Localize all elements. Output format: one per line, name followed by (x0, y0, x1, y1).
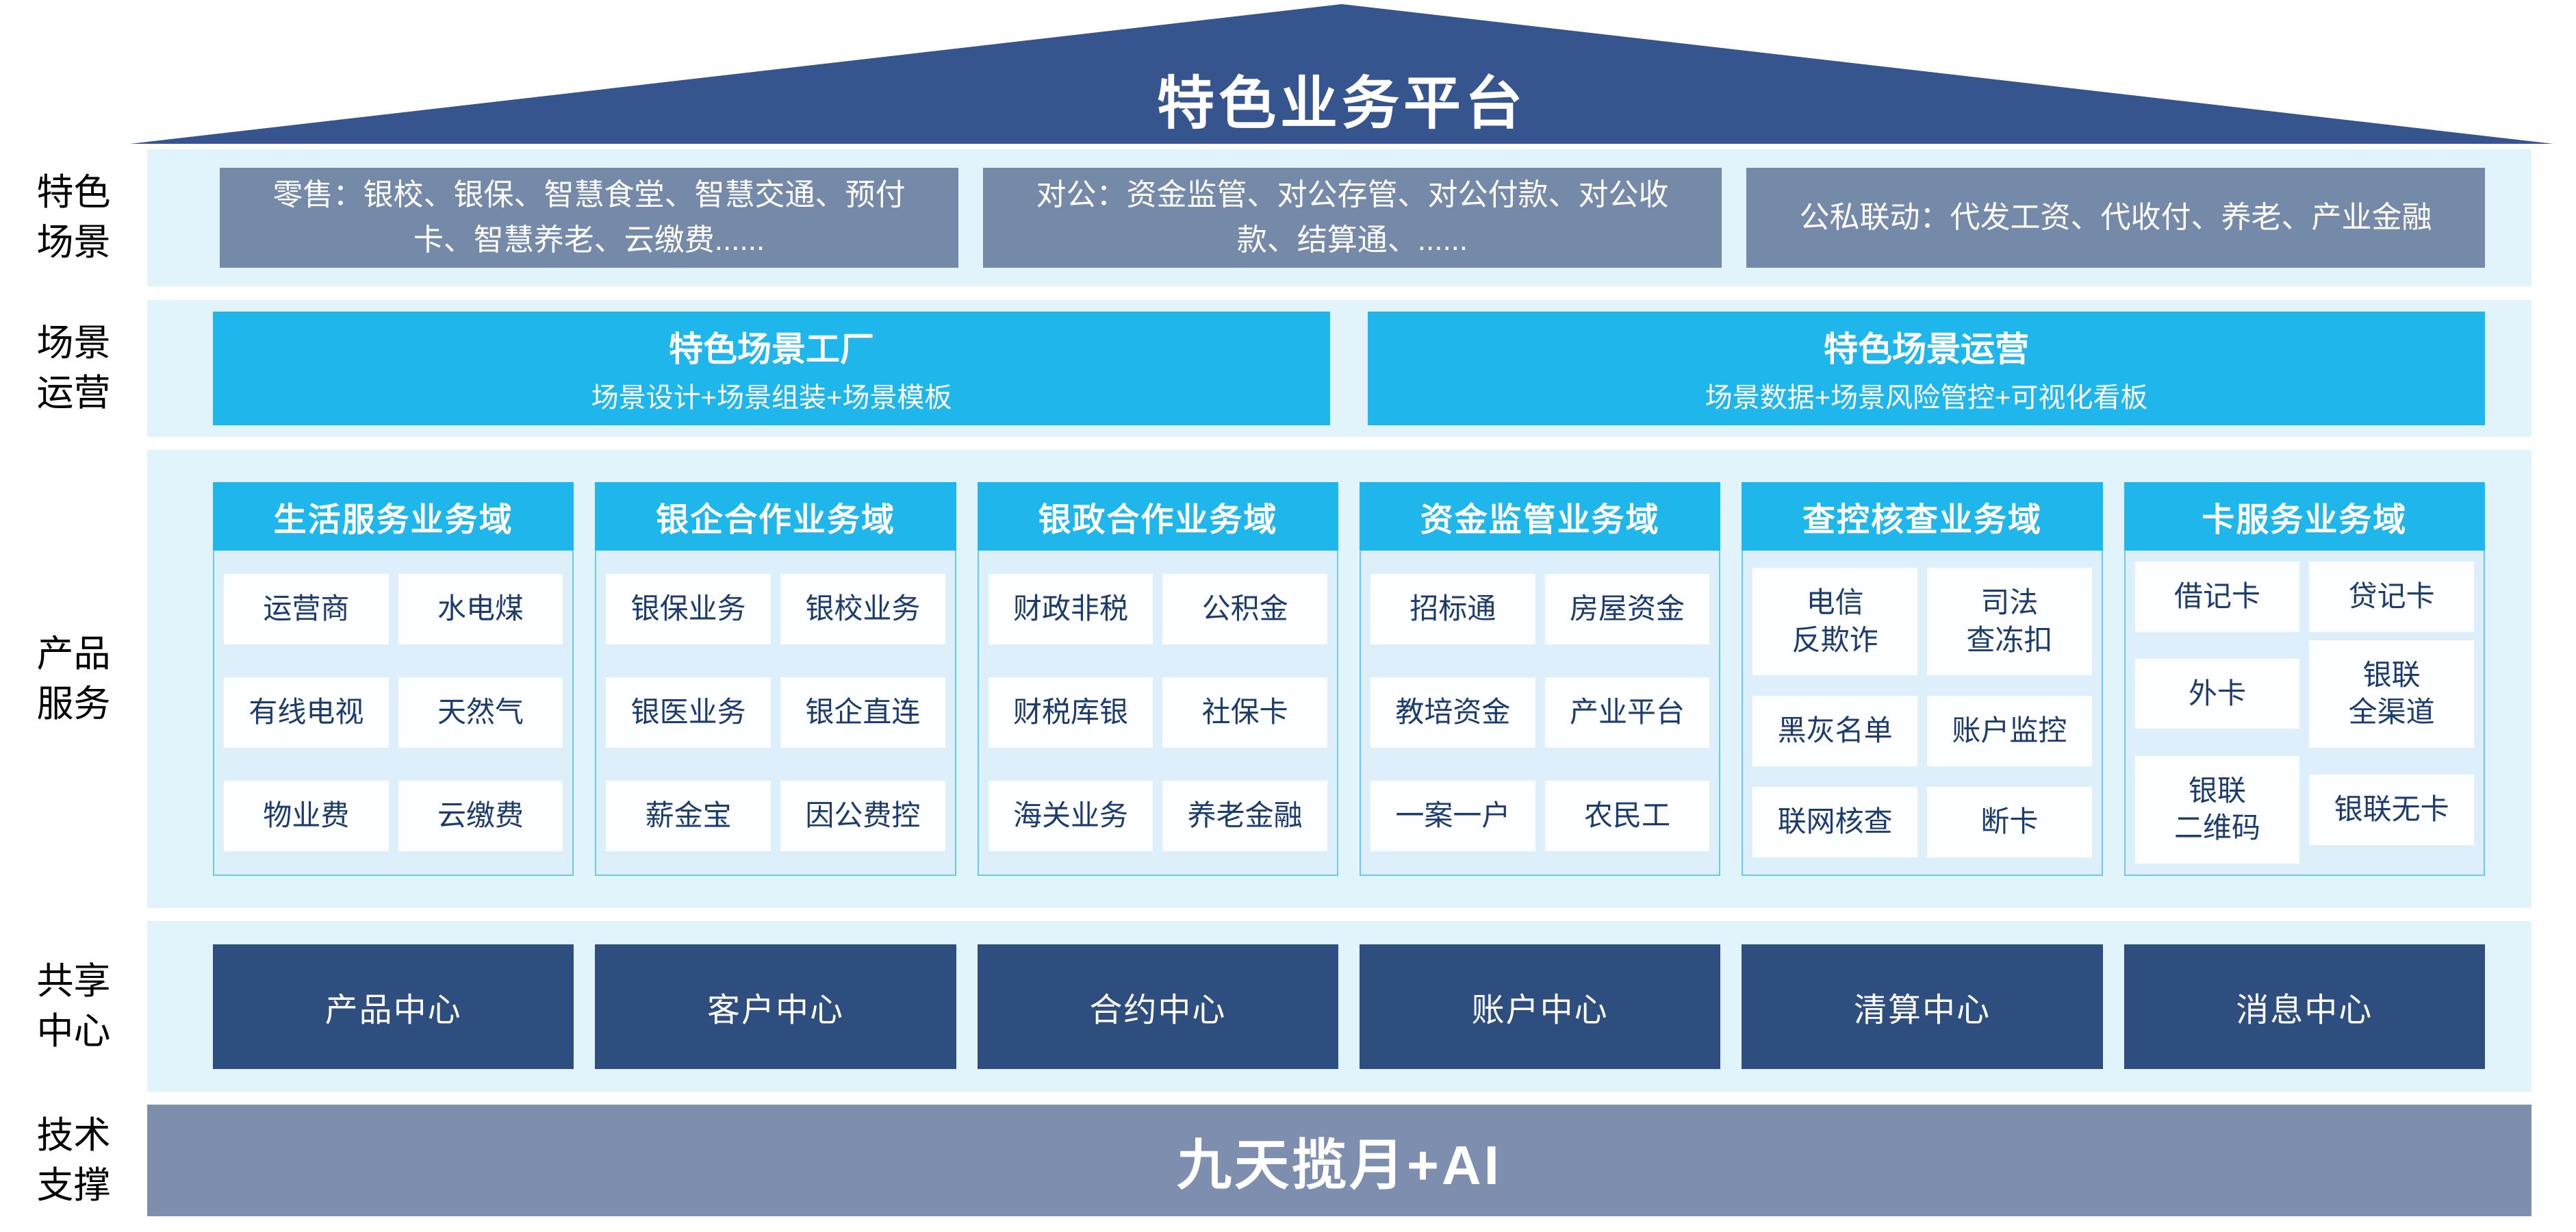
roof-shape (130, 4, 2553, 144)
scene-box-2: 对公：资金监管、对公存管、对公付款、对公收款、结算通、...... (983, 168, 1722, 268)
product-item: 银联 全渠道 (2309, 640, 2474, 748)
product-item: 公积金 (1162, 574, 1327, 644)
product-domain-card-1: 生活服务业务域运营商水电煤有线电视天然气物业费云缴费 (213, 482, 574, 876)
row-label-shared: 共享 中心 (36, 960, 111, 1052)
product-domain-header: 查控核查业务域 (1742, 482, 2103, 551)
product-item: 云缴费 (398, 781, 563, 851)
product-item: 银联 二维码 (2134, 755, 2300, 864)
product-item-row: 物业费云缴费 (224, 781, 563, 851)
product-item: 海关业务 (988, 781, 1153, 851)
product-domain-body: 财政非税公积金财税库银社保卡海关业务养老金融 (977, 551, 1338, 876)
product-item-row: 联网核查断卡 (1752, 787, 2092, 857)
product-item: 银保业务 (606, 574, 771, 644)
product-item: 外卡 (2134, 658, 2300, 729)
product-item: 房屋资金 (1544, 574, 1710, 644)
product-item: 因公费控 (780, 781, 945, 851)
product-domain-header: 银企合作业务域 (595, 482, 956, 551)
product-item-row: 借记卡贷记卡 (2134, 562, 2474, 632)
shared-center-box-4: 账户中心 (1359, 944, 1721, 1069)
product-item: 联网核查 (1752, 787, 1917, 857)
product-item: 物业费 (224, 781, 389, 851)
product-item: 司法 查冻扣 (1926, 568, 2092, 676)
scene-box-1: 零售：银校、银保、智慧食堂、智慧交通、预付卡、智慧养老、云缴费...... (220, 168, 958, 268)
page-title: 特色业务平台 (1156, 71, 1527, 136)
operation-panel: 特色场景工厂 场景设计+场景组装+场景模板 特色场景运营 场景数据+场景风险管控… (147, 300, 2532, 437)
product-item-row: 电信 反欺诈司法 查冻扣 (1752, 568, 2092, 676)
shared-center-box-1: 产品中心 (213, 944, 574, 1069)
row-label-tech: 技术 支撑 (36, 1114, 111, 1206)
product-item: 教培资金 (1370, 677, 1535, 748)
product-item: 天然气 (398, 677, 563, 748)
product-item: 薪金宝 (606, 781, 771, 851)
product-domain-header: 生活服务业务域 (213, 482, 574, 551)
product-item: 银校业务 (780, 574, 945, 644)
product-domain-card-3: 银政合作业务域财政非税公积金财税库银社保卡海关业务养老金融 (977, 482, 1338, 876)
product-domain-body: 招标通房屋资金教培资金产业平台一案一户农民工 (1359, 551, 1721, 876)
product-item: 账户监控 (1926, 696, 2092, 767)
scene-box-3: 公私联动：代发工资、代收付、养老、产业金融 (1746, 168, 2485, 268)
scene-factory-box: 特色场景工厂 场景设计+场景组装+场景模板 (213, 312, 1330, 425)
product-item: 运营商 (224, 574, 389, 644)
shared-center-box-6: 消息中心 (2124, 944, 2485, 1069)
shared-center-box-3: 合约中心 (977, 944, 1338, 1069)
product-item: 财税库银 (988, 677, 1153, 748)
products-panel: 生活服务业务域运营商水电煤有线电视天然气物业费云缴费银企合作业务域银保业务银校业… (147, 450, 2532, 908)
row-label-operation: 场景 运营 (36, 323, 111, 414)
product-domain-card-2: 银企合作业务域银保业务银校业务银医业务银企直连薪金宝因公费控 (595, 482, 956, 876)
product-domain-body: 运营商水电煤有线电视天然气物业费云缴费 (213, 551, 574, 876)
product-item: 银企直连 (780, 677, 945, 748)
scene-factory-subtitle: 场景设计+场景组装+场景模板 (591, 382, 952, 413)
tech-support-bar: 九天揽月+AI (147, 1105, 2532, 1216)
scene-factory-title: 特色场景工厂 (669, 330, 874, 369)
product-item-row: 招标通房屋资金 (1370, 574, 1710, 644)
product-domain-header: 银政合作业务域 (977, 482, 1338, 551)
scene-operation-box: 特色场景运营 场景数据+场景风险管控+可视化看板 (1368, 312, 2485, 425)
product-item: 产业平台 (1544, 677, 1710, 748)
product-item: 贷记卡 (2309, 562, 2474, 632)
product-item-row: 一案一户农民工 (1370, 781, 1710, 851)
product-item: 社保卡 (1162, 677, 1327, 748)
shared-centers-panel: 产品中心客户中心合约中心账户中心清算中心消息中心 (147, 921, 2532, 1092)
product-domain-card-4: 资金监管业务域招标通房屋资金教培资金产业平台一案一户农民工 (1359, 482, 1721, 876)
product-item-row: 教培资金产业平台 (1370, 677, 1710, 748)
product-item-row: 海关业务养老金融 (988, 781, 1327, 851)
product-item: 银联无卡 (2309, 775, 2474, 845)
row-label-scenes: 特色 场景 (36, 172, 111, 263)
product-item-row: 有线电视天然气 (224, 677, 563, 748)
product-item: 财政非税 (988, 574, 1153, 644)
product-item-row: 银医业务银企直连 (606, 677, 945, 748)
product-item-row: 财税库银社保卡 (988, 677, 1327, 748)
product-domain-body: 电信 反欺诈司法 查冻扣黑灰名单账户监控联网核查断卡 (1742, 551, 2103, 876)
product-item: 断卡 (1926, 787, 2092, 857)
product-item-row: 银联 二维码银联无卡 (2134, 755, 2474, 864)
product-item: 水电煤 (398, 574, 563, 644)
product-domain-card-6: 卡服务业务域借记卡贷记卡外卡银联 全渠道银联 二维码银联无卡 (2124, 482, 2485, 876)
product-item: 农民工 (1544, 781, 1710, 851)
product-item-row: 运营商水电煤 (224, 574, 563, 644)
product-domain-card-5: 查控核查业务域电信 反欺诈司法 查冻扣黑灰名单账户监控联网核查断卡 (1742, 482, 2103, 876)
product-item: 借记卡 (2134, 562, 2300, 632)
product-domain-header: 卡服务业务域 (2124, 482, 2485, 551)
product-domain-body: 银保业务银校业务银医业务银企直连薪金宝因公费控 (595, 551, 956, 876)
product-item-row: 财政非税公积金 (988, 574, 1327, 644)
product-item: 养老金融 (1162, 781, 1327, 851)
scene-operation-title: 特色场景运营 (1824, 330, 2029, 369)
product-item: 有线电视 (224, 677, 389, 748)
product-item: 电信 反欺诈 (1752, 568, 1917, 676)
product-item: 招标通 (1370, 574, 1535, 644)
product-item-row: 薪金宝因公费控 (606, 781, 945, 851)
product-item: 一案一户 (1370, 781, 1535, 851)
product-domain-body: 借记卡贷记卡外卡银联 全渠道银联 二维码银联无卡 (2124, 551, 2485, 876)
row-label-products: 产品 服务 (36, 633, 111, 725)
scene-operation-subtitle: 场景数据+场景风险管控+可视化看板 (1705, 382, 2148, 413)
shared-center-box-5: 清算中心 (1742, 944, 2103, 1069)
product-item-row: 银保业务银校业务 (606, 574, 945, 644)
product-item: 黑灰名单 (1752, 696, 1917, 767)
scenes-panel: 零售：银校、银保、智慧食堂、智慧交通、预付卡、智慧养老、云缴费......对公：… (147, 149, 2532, 286)
product-item-row: 外卡银联 全渠道 (2134, 640, 2474, 748)
product-item-row: 黑灰名单账户监控 (1752, 696, 2092, 767)
product-domain-header: 资金监管业务域 (1359, 482, 1721, 551)
shared-center-box-2: 客户中心 (595, 944, 956, 1069)
product-item: 银医业务 (606, 677, 771, 748)
